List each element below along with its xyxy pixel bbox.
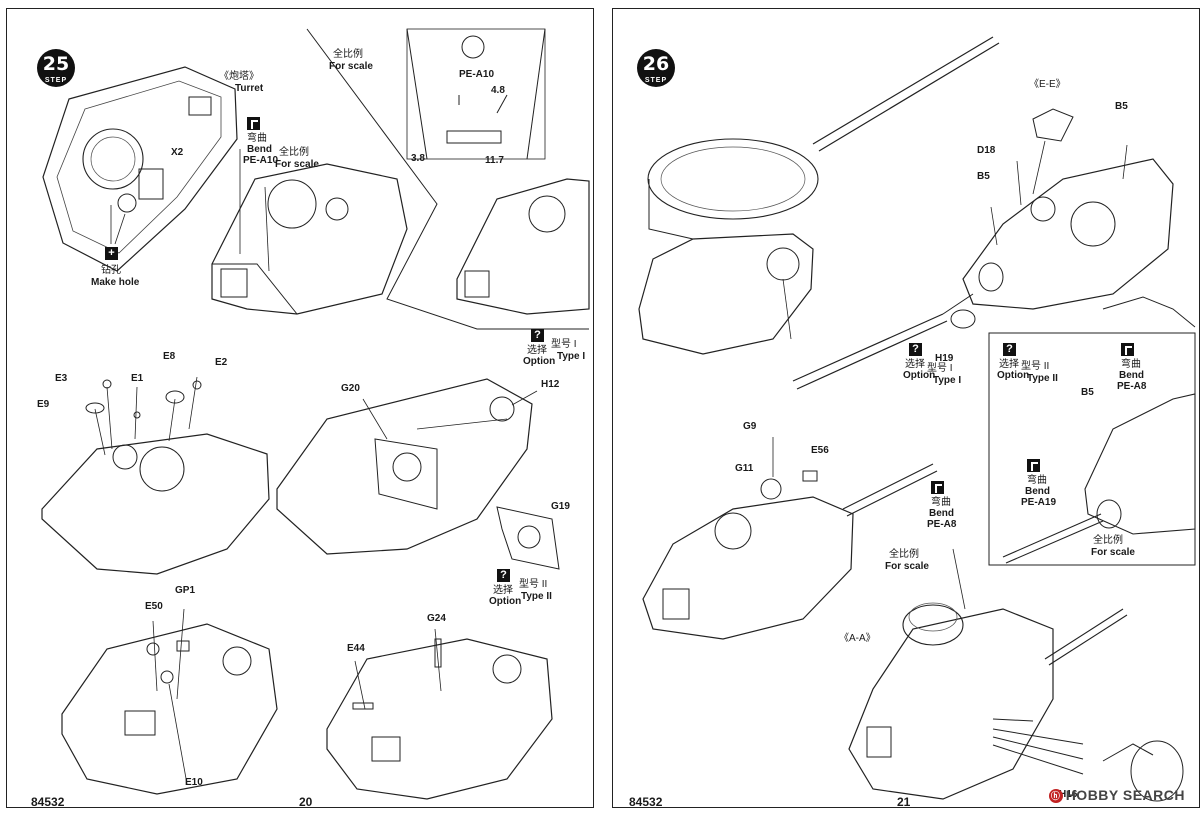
type-1-label-en: Type I bbox=[557, 351, 586, 362]
x2-label: X2 bbox=[171, 147, 184, 158]
bend-2-label-en: Bend bbox=[1025, 486, 1050, 497]
type-1-label-cn: 型号 I bbox=[927, 363, 953, 374]
turret-label-en: Turret bbox=[235, 83, 264, 94]
bend-part-label: PE-A10 bbox=[243, 155, 279, 166]
product-code: 84532 bbox=[31, 795, 65, 809]
step-26-line-art bbox=[638, 36, 1196, 802]
bend-1-part-label: PE-A8 bbox=[1117, 381, 1147, 392]
part-label-d18: D18 bbox=[977, 145, 996, 156]
step-badge-26: 26 STEP bbox=[637, 49, 675, 87]
bend-label-cn: 弯曲 bbox=[247, 133, 267, 144]
step-badge-25: 25 STEP bbox=[37, 49, 75, 87]
step-number: 26 bbox=[642, 53, 670, 75]
part-label-e3: E3 bbox=[55, 373, 68, 384]
part-label-b5-b: B5 bbox=[977, 171, 990, 182]
scale-1-label-en: For scale bbox=[885, 561, 929, 572]
option-label-en-1: Option bbox=[903, 370, 936, 381]
type-2-label-en: Type II bbox=[521, 591, 552, 602]
drill-label-en: Make hole bbox=[91, 277, 140, 288]
type-1-label-en: Type I bbox=[933, 375, 962, 386]
bend-icon-1 bbox=[1121, 343, 1134, 356]
option-icon-type-1: ? bbox=[531, 329, 544, 342]
bend-1-label-cn: 弯曲 bbox=[1121, 359, 1141, 370]
step-word: STEP bbox=[644, 77, 668, 84]
type-2-label-cn: 型号 II bbox=[1021, 361, 1050, 372]
dimension-3-8: 3.8 bbox=[411, 153, 425, 164]
part-label-b5-c: B5 bbox=[1081, 387, 1094, 398]
type-2-label-en: Type II bbox=[1027, 373, 1058, 384]
scale-2-label-cn: 全比例 bbox=[1093, 535, 1123, 546]
type-2-label-cn: 型号 II bbox=[519, 579, 548, 590]
bend-2-part-label: PE-A19 bbox=[1021, 497, 1057, 508]
part-label-h12: H12 bbox=[541, 379, 560, 390]
bend-2-label-cn: 弯曲 bbox=[1027, 475, 1047, 486]
option-label-en-1: Option bbox=[523, 356, 556, 367]
bend-icon-2 bbox=[1027, 459, 1040, 472]
bend-3-part-label: PE-A8 bbox=[927, 519, 957, 530]
scale-label-en-2: For scale bbox=[329, 61, 373, 72]
part-label-h16: H16 bbox=[1059, 789, 1078, 800]
drill-icon: + bbox=[105, 247, 118, 260]
part-label-g24: G24 bbox=[427, 613, 446, 624]
option-label-cn-1: 选择 bbox=[527, 345, 547, 356]
part-label-g9: G9 bbox=[743, 421, 757, 432]
step-number: 25 bbox=[42, 53, 70, 75]
part-label-e50: E50 bbox=[145, 601, 163, 612]
scale-label-cn-2: 全比例 bbox=[333, 49, 363, 60]
bend-icon-3 bbox=[931, 481, 944, 494]
pe-top-label: PE-A10 bbox=[459, 69, 495, 80]
step-25-line-art bbox=[41, 28, 590, 800]
part-label-e9: E9 bbox=[37, 399, 50, 410]
ee-section-label: 《E-E》 bbox=[1029, 79, 1066, 90]
dimension-4-8: 4.8 bbox=[491, 85, 505, 96]
bend-label-en: Bend bbox=[247, 144, 272, 155]
turret-label-cn: 《炮塔》 bbox=[219, 71, 259, 82]
option-icon-type-2: ? bbox=[497, 569, 510, 582]
part-label-g11: G11 bbox=[735, 463, 754, 474]
part-label-e10: E10 bbox=[185, 777, 203, 788]
part-label-e8: E8 bbox=[163, 351, 176, 362]
option-icon-type-1: ? bbox=[909, 343, 922, 356]
part-label-h19: H19 bbox=[935, 353, 954, 364]
bend-3-label-en: Bend bbox=[929, 508, 954, 519]
type-1-label-cn: 型号 I bbox=[551, 339, 577, 350]
step-word: STEP bbox=[44, 77, 68, 84]
drill-label-cn: 钻孔 bbox=[101, 265, 121, 276]
scale-label-cn-1: 全比例 bbox=[279, 147, 309, 158]
aa-section-label: 《A-A》 bbox=[839, 633, 876, 644]
watermark-logo-icon: ⓗ bbox=[1048, 789, 1063, 803]
option-label-en-2: Option bbox=[997, 370, 1030, 381]
watermark-text: HOBBY SEARCH bbox=[1065, 786, 1185, 803]
scale-2-label-en: For scale bbox=[1091, 547, 1135, 558]
bend-3-label-cn: 弯曲 bbox=[931, 497, 951, 508]
page-number: 20 bbox=[299, 795, 313, 809]
bend-1-label-en: Bend bbox=[1119, 370, 1144, 381]
scale-label-en-1: For scale bbox=[275, 159, 319, 170]
instruction-page-right: 26 STEP bbox=[612, 8, 1200, 809]
part-label-e44: E44 bbox=[347, 643, 365, 654]
instruction-page-left: 25 STEP bbox=[6, 8, 594, 809]
part-label-e56: E56 bbox=[811, 445, 829, 456]
part-label-g19: G19 bbox=[551, 501, 570, 512]
option-label-cn-2: 选择 bbox=[999, 359, 1019, 370]
option-label-cn-2: 选择 bbox=[493, 585, 513, 596]
dimension-11-7: 11.7 bbox=[485, 155, 504, 166]
scale-1-label-cn: 全比例 bbox=[889, 549, 919, 560]
part-label-b5-a: B5 bbox=[1115, 101, 1128, 112]
part-label-e2: E2 bbox=[215, 357, 228, 368]
product-code: 84532 bbox=[629, 795, 663, 809]
page-number: 21 bbox=[897, 795, 911, 809]
part-label-e1: E1 bbox=[131, 373, 144, 384]
option-label-cn-1: 选择 bbox=[905, 359, 925, 370]
option-icon-type-2: ? bbox=[1003, 343, 1016, 356]
part-label-gp1: GP1 bbox=[175, 585, 196, 596]
bend-icon bbox=[247, 117, 260, 130]
option-label-en-2: Option bbox=[489, 596, 522, 607]
part-label-g20: G20 bbox=[341, 383, 360, 394]
